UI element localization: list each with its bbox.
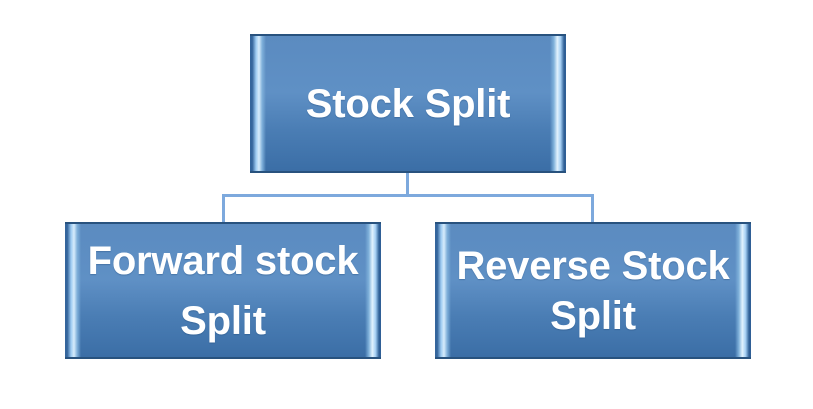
connector-bus-to-left-child [222, 194, 225, 223]
node-reverse-stock-split-line2: Split [550, 293, 636, 338]
node-forward-stock-split-label: Forward stock Split [68, 231, 379, 351]
connector-horizontal-bus [222, 194, 594, 197]
node-forward-stock-split-line2: Split [180, 298, 266, 343]
node-reverse-stock-split[interactable]: Reverse Stock Split [435, 222, 751, 359]
node-reverse-stock-split-label: Reverse Stock Split [436, 241, 749, 341]
node-forward-stock-split-line1: Forward stock [87, 238, 359, 283]
node-forward-stock-split[interactable]: Forward stock Split [65, 222, 381, 359]
connector-bus-to-right-child [591, 194, 594, 223]
node-stock-split-label: Stock Split [305, 81, 511, 126]
node-stock-split[interactable]: Stock Split [250, 34, 566, 173]
connector-root-to-bus [406, 172, 409, 196]
node-reverse-stock-split-line1: Reverse Stock [456, 243, 730, 288]
